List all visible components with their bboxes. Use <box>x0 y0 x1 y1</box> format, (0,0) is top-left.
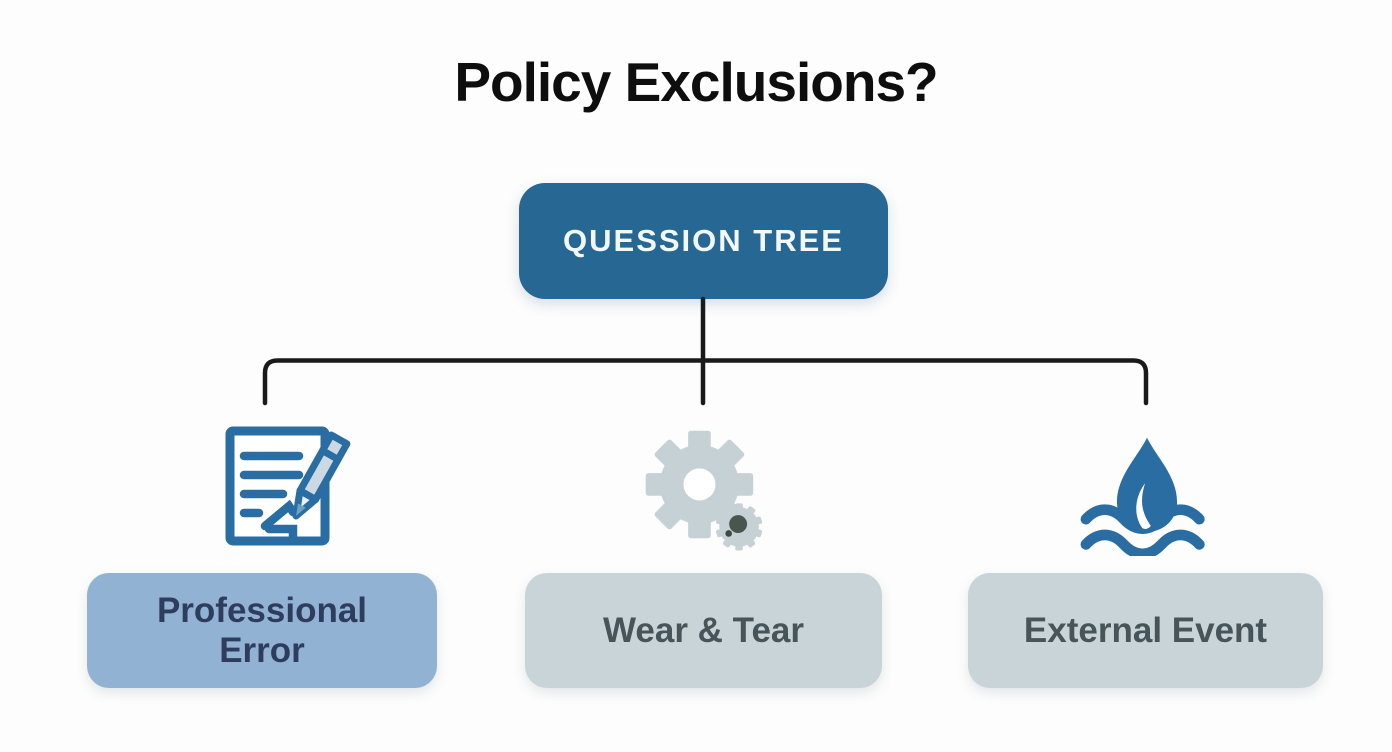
branch-node-professional-error: Professional Error <box>87 573 437 688</box>
branch-node-wear-tear: Wear & Tear <box>525 573 882 688</box>
root-node-question-tree: QUESSION TREE <box>519 183 888 299</box>
branch-node-label: Professional Error <box>156 591 368 670</box>
gears-icon <box>641 426 773 558</box>
document-pencil-icon <box>213 416 353 556</box>
branch-node-external-event: External Event <box>968 573 1323 688</box>
branch-node-label: Wear & Tear <box>602 610 804 650</box>
page-title: Policy Exclusions? <box>454 51 938 113</box>
branch-node-label: External Event <box>1023 610 1268 650</box>
water-waves-icon <box>1074 430 1220 556</box>
root-node-label: QUESSION TREE <box>563 223 844 258</box>
